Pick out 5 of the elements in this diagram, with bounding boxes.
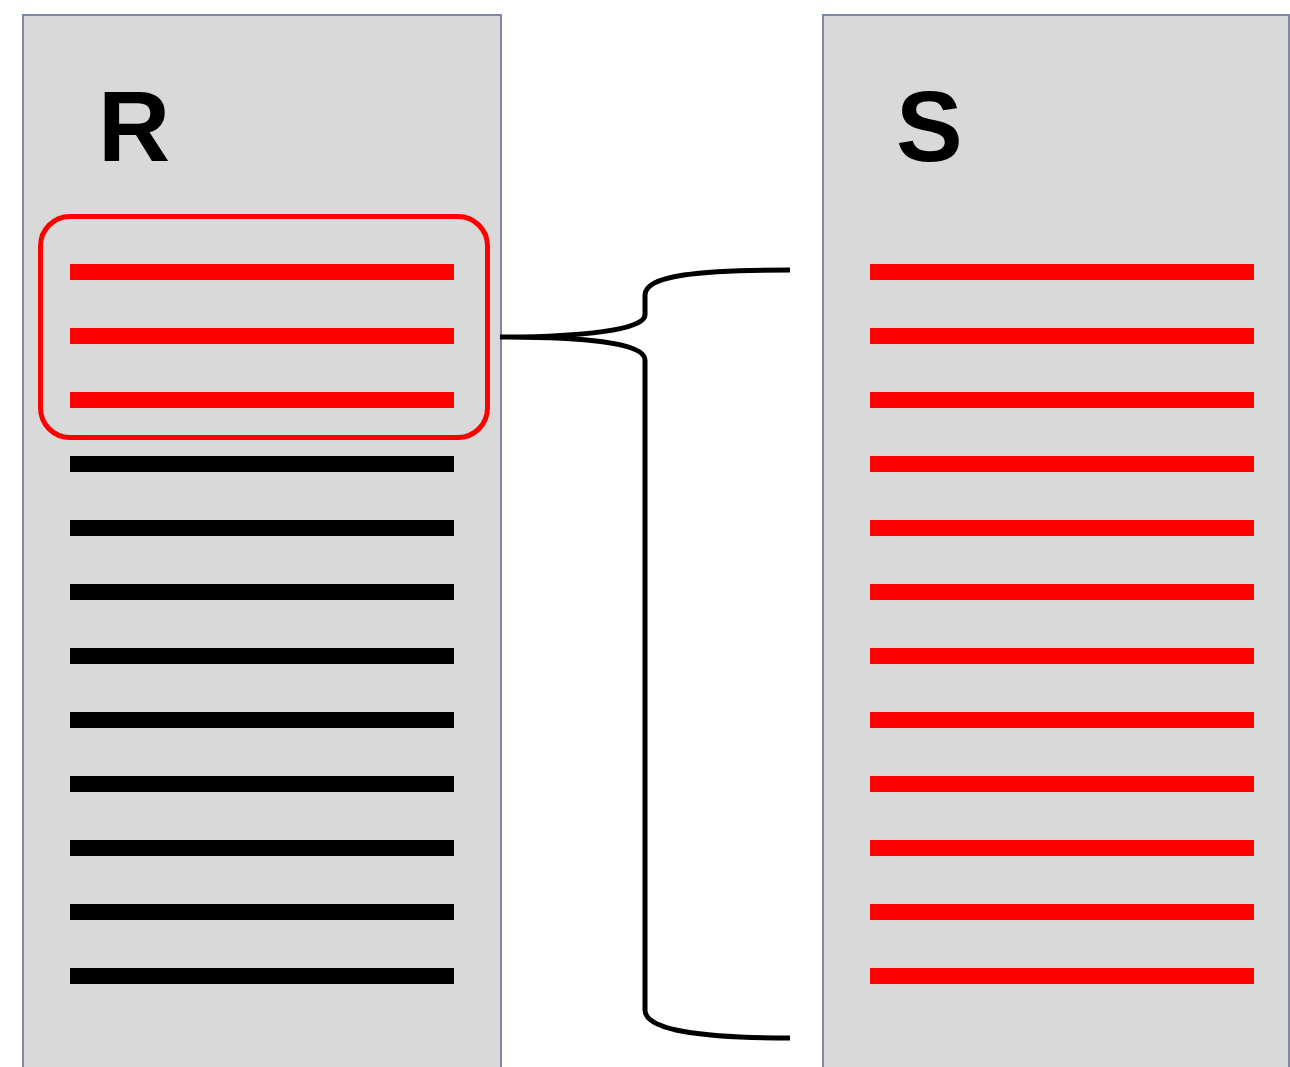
table-panel [822,14,1290,1067]
table-name: R [98,76,171,176]
table-name: S [896,76,963,176]
selection-outline [38,214,490,440]
table-panel [22,14,502,1067]
